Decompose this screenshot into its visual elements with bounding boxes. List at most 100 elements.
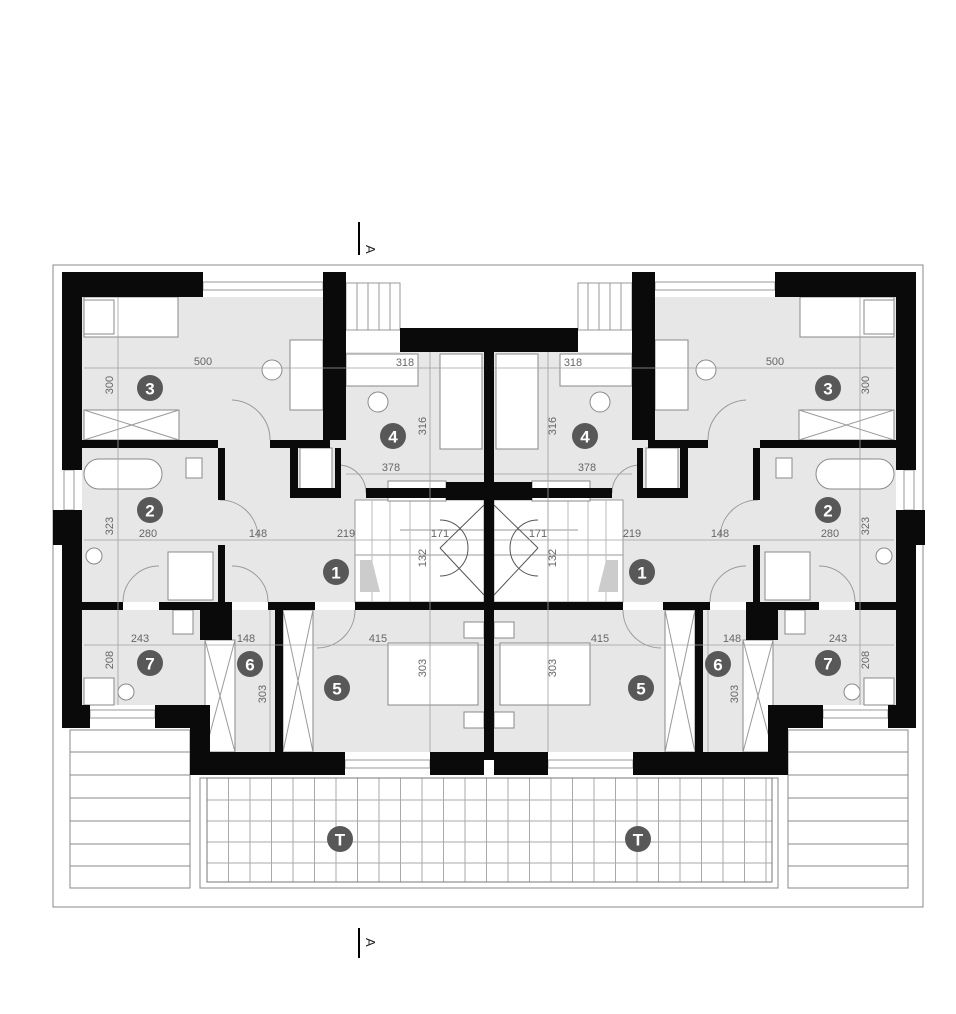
badge-room-1-right: 1 (629, 559, 655, 585)
svg-text:1: 1 (637, 564, 646, 583)
badge-room-2-left: 2 (137, 497, 163, 523)
badge-room-3-left: 3 (137, 375, 163, 401)
dim-label: 148 (249, 528, 267, 540)
door (122, 565, 160, 603)
nightstand (463, 711, 485, 729)
svg-text:5: 5 (332, 680, 341, 699)
chair-room4 (367, 391, 389, 413)
dim-label: 243 (829, 633, 847, 645)
badge-room-4-left: 4 (380, 423, 406, 449)
window (344, 759, 431, 769)
window (202, 281, 324, 291)
door (219, 499, 259, 539)
dim-label: 303 (257, 685, 269, 703)
desk-room4 (345, 353, 419, 387)
dim-label: 303 (547, 659, 559, 677)
entrance-steps (345, 282, 401, 331)
svg-text:4: 4 (388, 428, 398, 447)
unit-left (53, 272, 489, 889)
plot-outline (52, 264, 924, 908)
dim-label: 415 (591, 633, 609, 645)
dim-label: 208 (104, 651, 116, 669)
dim-label: 300 (860, 376, 872, 394)
dim-label: 323 (860, 517, 872, 535)
svg-text:7: 7 (823, 655, 832, 674)
chair (261, 359, 283, 381)
dim-label: 500 (194, 356, 212, 368)
section-marker-top: A (358, 222, 378, 255)
dim-label: 318 (396, 357, 414, 369)
dim-label: 219 (337, 528, 355, 540)
dimension-labels-left: 500 300 323 280 148 219 171 132 318 316 … (104, 356, 449, 703)
desk (289, 339, 324, 411)
toilet (185, 457, 203, 479)
dim-label: 243 (131, 633, 149, 645)
badge-room-4-right: 4 (572, 423, 598, 449)
dim-label: 500 (766, 356, 784, 368)
dim-label: 148 (711, 528, 729, 540)
svg-text:4: 4 (580, 428, 590, 447)
badge-terrace-left: T (327, 826, 353, 852)
badge-room-5-right: 5 (628, 675, 654, 701)
dim-label: 316 (417, 417, 429, 435)
svg-text:A: A (363, 938, 378, 947)
door (231, 399, 271, 441)
dim-label: 132 (547, 549, 559, 567)
staircase (354, 499, 485, 603)
dim-label: 300 (104, 376, 116, 394)
badge-room-7-left: 7 (137, 650, 163, 676)
walls (53, 272, 489, 775)
svg-text:A: A (363, 245, 378, 254)
badge-room-3-right: 3 (815, 375, 841, 401)
window (63, 469, 75, 511)
svg-text:2: 2 (145, 502, 154, 521)
dim-label: 219 (623, 528, 641, 540)
badge-room-2-right: 2 (815, 497, 841, 523)
door (316, 609, 356, 649)
dim-label: 323 (104, 517, 116, 535)
dim-label: 318 (564, 357, 582, 369)
room-badges: 3 2 4 1 7 6 5 T 3 2 4 1 7 6 5 T (137, 375, 841, 852)
dim-label: 208 (860, 651, 872, 669)
bed-room4 (439, 353, 483, 450)
dim-label: 280 (139, 528, 157, 540)
dim-label: 132 (417, 549, 429, 567)
boiler (172, 609, 194, 635)
dim-label: 378 (382, 462, 400, 474)
dim-label: 303 (417, 659, 429, 677)
badge-room-1-left: 1 (323, 559, 349, 585)
badge-room-6-right: 6 (705, 651, 731, 677)
svg-text:5: 5 (636, 680, 645, 699)
dim-label: 378 (578, 462, 596, 474)
svg-text:6: 6 (713, 656, 722, 675)
svg-text:3: 3 (823, 380, 832, 399)
dim-label: 280 (821, 528, 839, 540)
svg-text:T: T (335, 831, 346, 850)
window (89, 709, 156, 719)
closet (299, 447, 333, 491)
terrace (199, 777, 779, 889)
svg-text:6: 6 (245, 656, 254, 675)
nightstand (463, 621, 485, 639)
dim-label: 171 (529, 528, 547, 540)
dim-label: 171 (431, 528, 449, 540)
washbasin (85, 547, 103, 565)
side-steps (69, 729, 191, 889)
dim-label: 148 (237, 633, 255, 645)
badge-room-7-right: 7 (815, 650, 841, 676)
terrace-edge (206, 777, 773, 883)
washing-machine (83, 677, 115, 706)
dim-label: 148 (723, 633, 741, 645)
svg-text:2: 2 (823, 502, 832, 521)
dim-label: 415 (369, 633, 387, 645)
sink (117, 683, 135, 701)
badge-room-5-left: 5 (324, 675, 350, 701)
dimension-lines (84, 297, 484, 752)
dimension-labels-right: 500 300 323 280 148 219 171 132 318 316 … (529, 356, 872, 703)
bathtub (83, 458, 163, 490)
svg-text:7: 7 (145, 655, 154, 674)
section-marker-bottom: A (358, 928, 378, 958)
door (231, 565, 269, 603)
svg-text:3: 3 (145, 380, 154, 399)
badge-terrace-right: T (625, 826, 651, 852)
